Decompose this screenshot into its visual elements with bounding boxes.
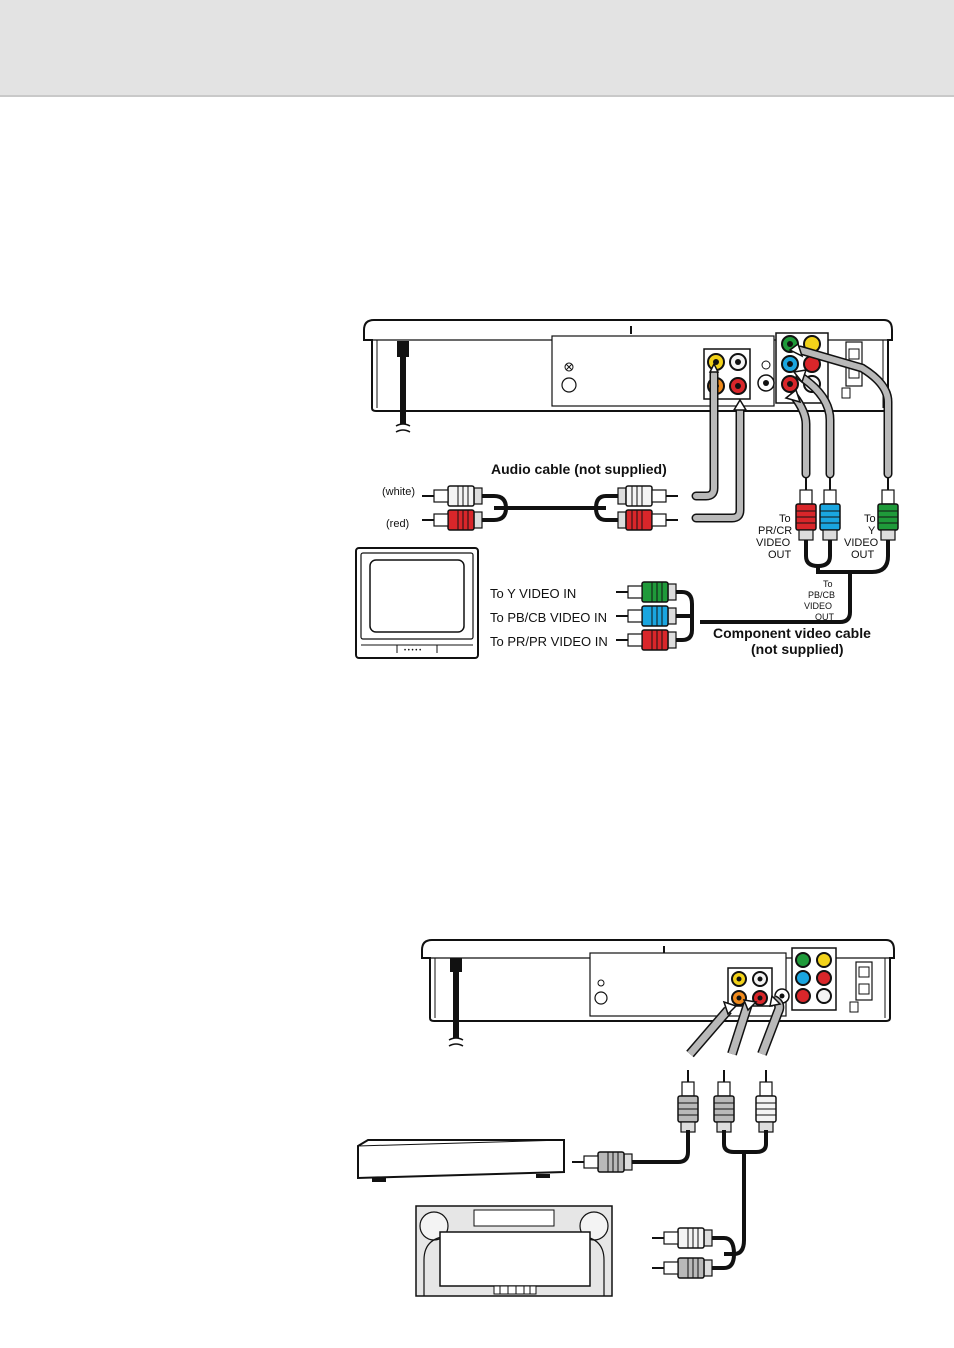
component-cable-label-line1: Component video cable — [713, 625, 871, 641]
svg-text:OUT: OUT — [815, 612, 835, 622]
dvd-player-rear-panel-2 — [422, 940, 894, 1046]
diagram-component-connection: Audio cable (not supplied) (white) (red)… — [356, 320, 898, 658]
audio-cable-label: Audio cable (not supplied) — [491, 461, 667, 477]
svg-text:Y: Y — [868, 525, 876, 537]
plug-green-y-in — [616, 582, 676, 602]
to-y-video-out-label: To Y VIDEO OUT — [844, 513, 879, 561]
tv-icon: • • • • • — [356, 548, 478, 658]
svg-text:To: To — [864, 513, 876, 525]
svg-text:To: To — [779, 513, 791, 525]
component-plugs-player-side — [796, 478, 898, 572]
plug-red-pr-in — [616, 630, 676, 650]
svg-text:VIDEO: VIDEO — [804, 601, 832, 611]
audio-plug-red-left — [422, 510, 482, 530]
dvd-player-rear-panel — [364, 320, 892, 432]
plug-blue-pb-out — [820, 478, 840, 540]
audio-plug-red-right — [618, 510, 678, 530]
to-pb-cb-video-out-label: To PB/CB VIDEO OUT — [804, 579, 835, 622]
svg-text:PB/CB: PB/CB — [808, 590, 835, 600]
audio-plug-white-right — [618, 486, 678, 506]
receiver-box-icon — [358, 1140, 564, 1182]
to-pr-cr-video-out-label: To PR/CR VIDEO OUT — [756, 513, 792, 561]
svg-text:VIDEO: VIDEO — [756, 537, 791, 549]
plug-green-y-out — [878, 478, 898, 540]
svg-text:OUT: OUT — [768, 549, 792, 561]
to-y-video-in-label: To Y VIDEO IN — [490, 586, 576, 601]
diagram-audio-connection — [358, 940, 894, 1296]
component-plugs-tv-side — [616, 582, 676, 650]
audio-plug-white-left — [422, 486, 482, 506]
red-label: (red) — [386, 518, 409, 530]
to-pb-cb-video-in-label: To PB/CB VIDEO IN — [490, 610, 607, 625]
white-label: (white) — [382, 486, 415, 498]
svg-text:PR/CR: PR/CR — [758, 525, 792, 537]
component-cable-label-line2: (not supplied) — [751, 641, 844, 657]
plug-red-pr-out — [796, 478, 816, 540]
svg-text:To: To — [823, 579, 833, 589]
audio-cable: Audio cable (not supplied) (white) (red) — [382, 461, 678, 530]
to-pr-pr-video-in-label: To PR/PR VIDEO IN — [490, 634, 608, 649]
svg-text:VIDEO: VIDEO — [844, 537, 879, 549]
stereo-system-icon — [416, 1206, 612, 1296]
svg-text:• • • • •: • • • • • — [404, 648, 421, 654]
svg-text:OUT: OUT — [851, 549, 875, 561]
plug-blue-pb-in — [616, 606, 676, 626]
